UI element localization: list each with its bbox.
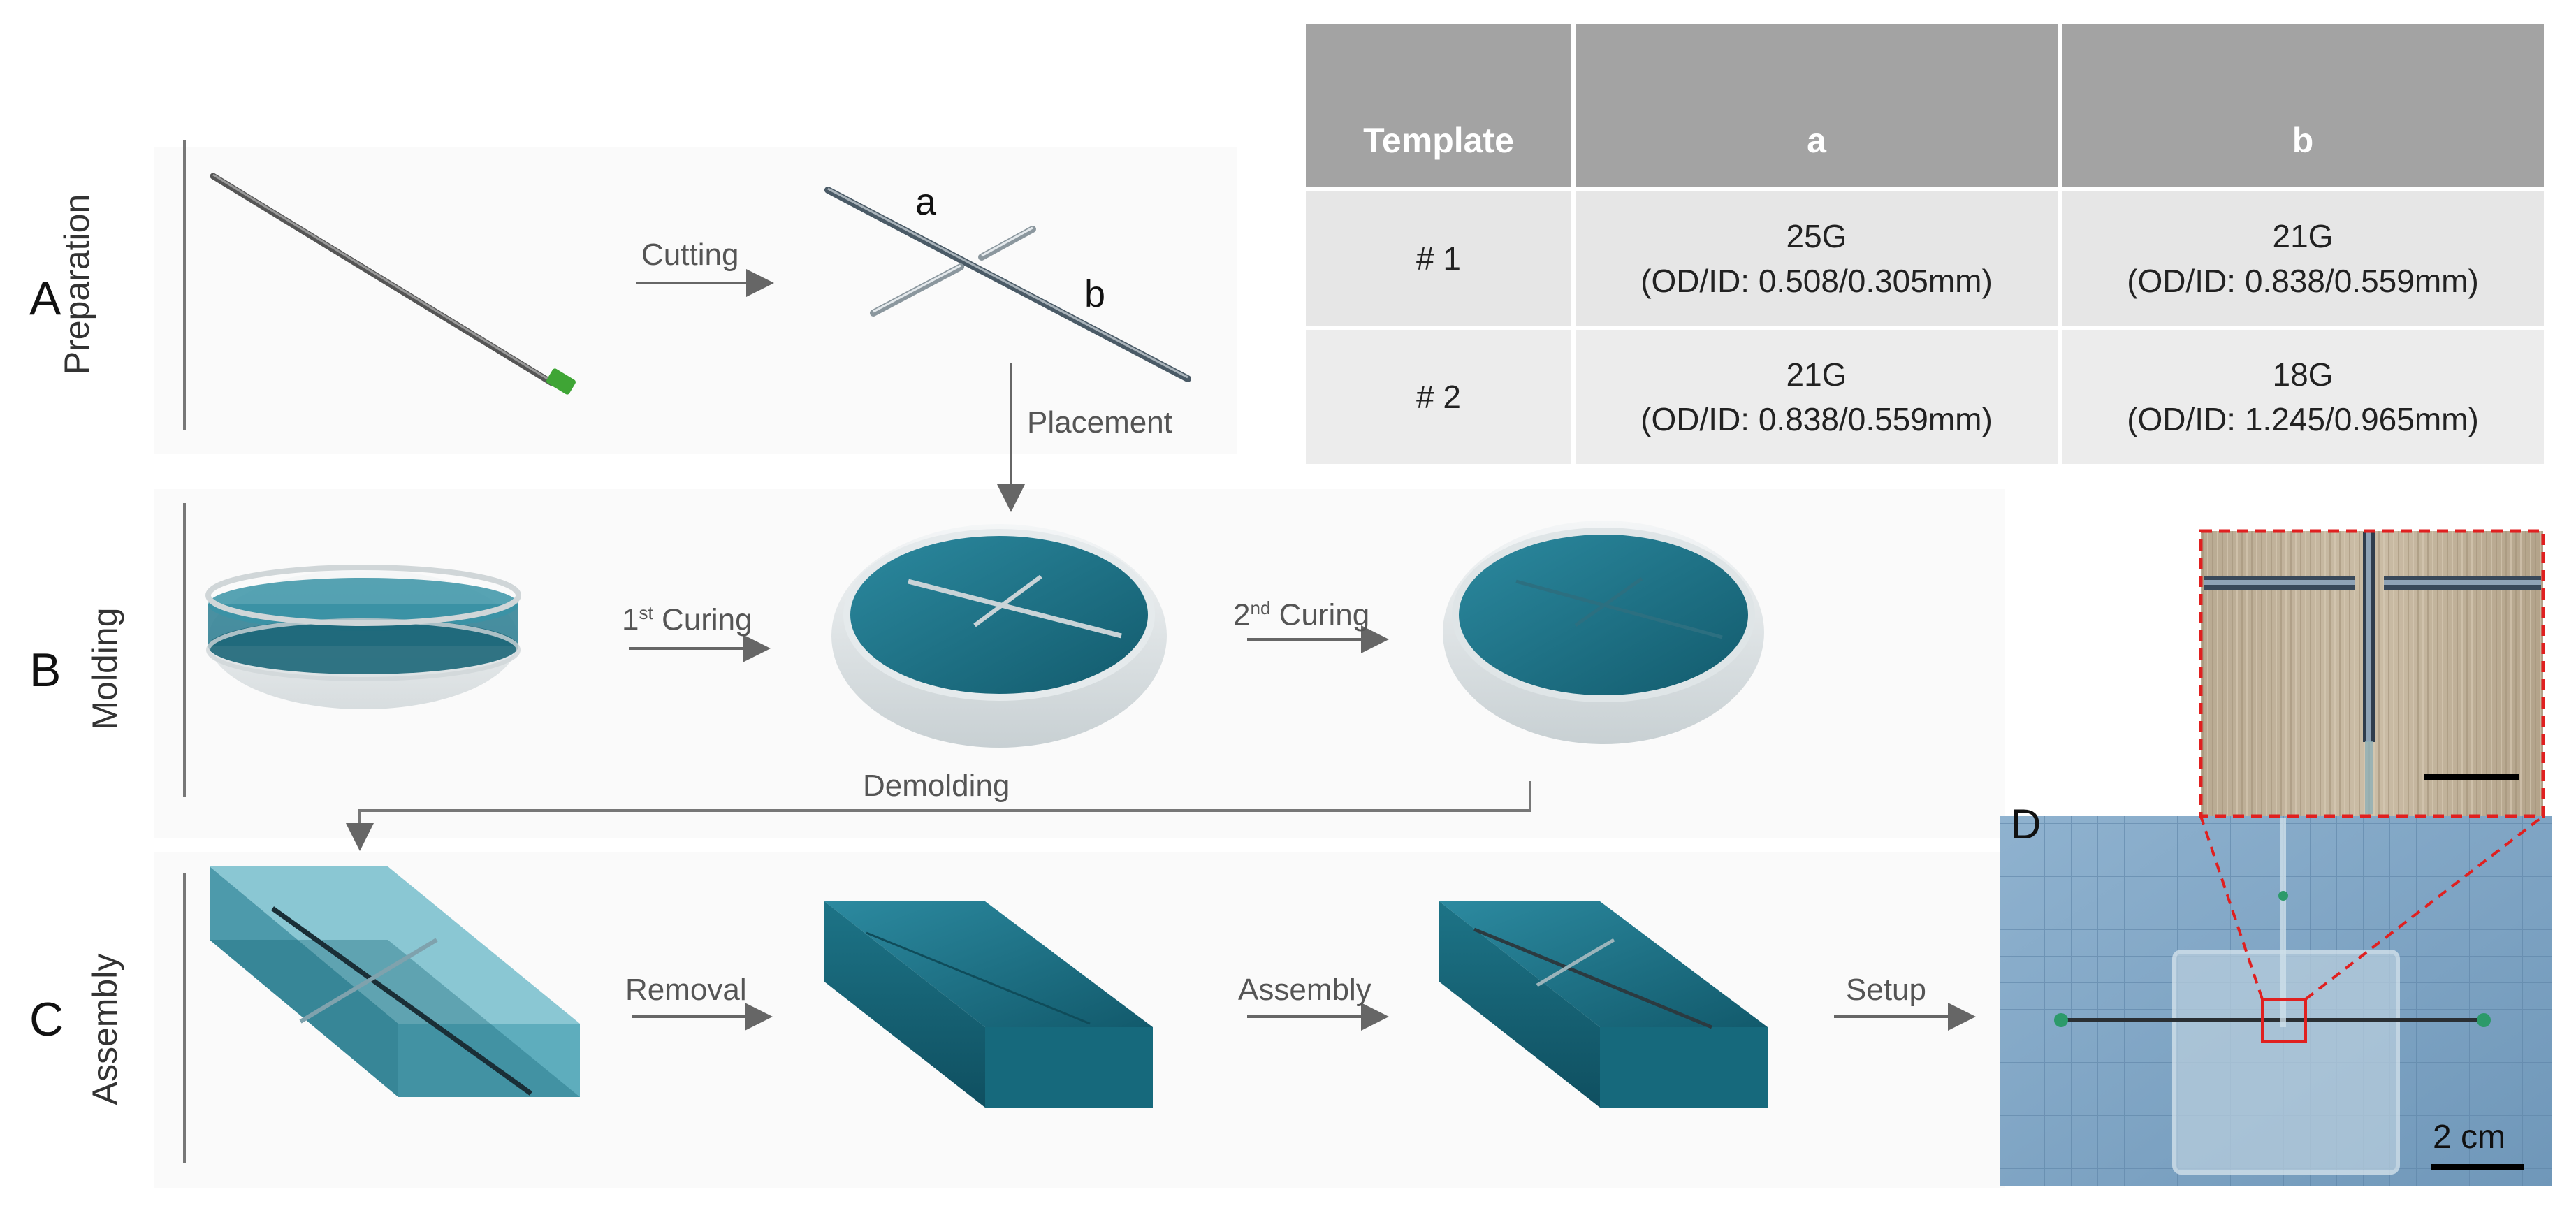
header-a: a [1573, 24, 2062, 191]
step-label-second-curing: 2nd Curing [1233, 597, 1370, 632]
petri-dish-with-template [831, 524, 1167, 748]
step-label-cutting: Cutting [641, 238, 739, 272]
pdms-block-channels [824, 901, 1153, 1108]
cell-b-gauge: 18G [2272, 356, 2334, 393]
table-row: # 2 21G (OD/ID: 0.838/0.559mm) 18G (OD/I… [1306, 328, 2548, 468]
table-row: # 1 25G (OD/ID: 0.508/0.305mm) 21G (OD/I… [1306, 189, 2548, 330]
cut-needles [824, 187, 1191, 382]
pdms-block-with-needles [210, 866, 580, 1097]
step-label-assembly: Assembly [1238, 973, 1371, 1007]
petri-dish-liquid [205, 565, 521, 709]
preparation-background [154, 147, 1237, 454]
petri-dish-cured [1443, 521, 1764, 744]
panel-label-b: B [29, 644, 61, 697]
cell-template: # 2 [1306, 328, 1576, 468]
cell-a: 25G (OD/ID: 0.508/0.305mm) [1573, 189, 2062, 330]
panel-label-d: D [2011, 801, 2042, 848]
cell-template: # 1 [1306, 189, 1576, 330]
step-label-removal: Removal [625, 973, 747, 1007]
cell-b: 18G (OD/ID: 1.245/0.965mm) [2060, 328, 2548, 468]
stage-bar-preparation [183, 140, 186, 430]
stage-label-assembly: Assembly [85, 953, 124, 1105]
device-photograph [2000, 816, 2552, 1186]
header-template: Template [1306, 24, 1576, 191]
zoom-inset [2199, 529, 2545, 818]
cell-b-dims: (OD/ID: 0.838/0.559mm) [2127, 263, 2479, 299]
step-label-demolding: Demolding [863, 769, 1010, 803]
cell-b-gauge: 21G [2272, 218, 2334, 254]
syringe-needle [210, 173, 576, 395]
template-table: Template a b # 1 25G (OD/ID: 0.508/0.305… [1306, 24, 2548, 468]
stage-bar-assembly [183, 873, 186, 1163]
panel-label-a: A [29, 272, 61, 325]
photo-scale-label: 2 cm [2433, 1119, 2506, 1156]
cell-a-dims: (OD/ID: 0.838/0.559mm) [1640, 401, 1993, 437]
step-label-placement: Placement [1027, 405, 1172, 440]
needle-label-b: b [1084, 273, 1106, 315]
cell-b: 21G (OD/ID: 0.838/0.559mm) [2060, 189, 2548, 330]
needle-label-a: a [915, 181, 937, 223]
table-header-row: Template a b [1306, 24, 2548, 191]
cell-a: 21G (OD/ID: 0.838/0.559mm) [1573, 328, 2062, 468]
demolding-arrow [346, 781, 1531, 851]
panel-label-c: C [29, 993, 64, 1046]
stage-label-molding: Molding [85, 607, 124, 730]
step-label-setup: Setup [1846, 973, 1926, 1007]
cell-b-dims: (OD/ID: 1.245/0.965mm) [2127, 401, 2479, 437]
pdms-block-assembled [1439, 901, 1768, 1108]
stage-bar-molding [183, 503, 186, 797]
stage-label-preparation: Preparation [57, 194, 96, 375]
cell-a-dims: (OD/ID: 0.508/0.305mm) [1640, 263, 1993, 299]
header-b: b [2060, 24, 2548, 191]
cell-a-gauge: 21G [1786, 356, 1847, 393]
step-label-first-curing: 1st Curing [622, 602, 752, 637]
cell-a-gauge: 25G [1786, 218, 1847, 254]
